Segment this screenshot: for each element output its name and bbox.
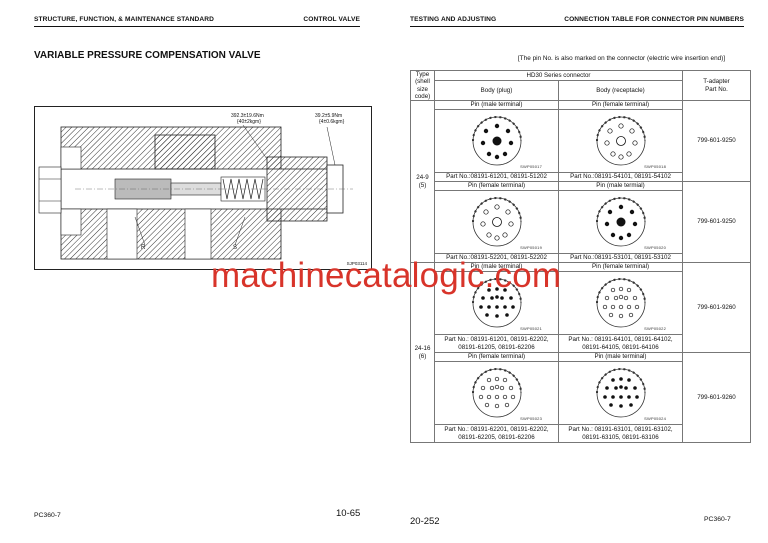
connector-image-cell: SWP05023	[434, 361, 559, 425]
table-row: 24-9 (5) Pin (male terminal) Pin (female…	[410, 100, 751, 263]
connector-9pin-icon	[595, 197, 646, 247]
torque-right-kgm: {4±0.6kgm}	[319, 119, 345, 125]
pin-label: Pin (female terminal)	[558, 100, 683, 110]
figure-code: SWP05020	[644, 245, 666, 251]
valve-drawing	[38, 124, 353, 260]
table-row: SWP05021 SWP05022	[411, 271, 751, 335]
table-row: SWP05017 SWP05018	[411, 109, 751, 173]
left-footer-model: PC360-7	[34, 512, 61, 519]
figure-code: SWP05024	[644, 416, 666, 422]
adapter-cell: 799-601-9250	[682, 181, 751, 263]
right-page: TESTING AND ADJUSTING CONNECTION TABLE F…	[384, 0, 768, 543]
right-header-section: TESTING AND ADJUSTING	[410, 16, 497, 23]
figure-code: SJP03114	[346, 261, 367, 266]
part-number: Part No.:08191-61201, 08191-51202	[434, 172, 559, 182]
connector-table: Type (shell size code) HD30 Series conne…	[410, 70, 751, 443]
connector-9pin-open-icon	[595, 116, 646, 166]
table-row: Pin (female terminal) Pin (male terminal…	[411, 352, 751, 443]
figure-code: SWP05023	[520, 416, 542, 422]
table-row: 24-16 (6) Pin (male terminal) Pin (femal…	[410, 262, 751, 443]
left-header-rule	[34, 26, 360, 27]
figure-code: SWP05019	[520, 245, 542, 251]
figure-code: SWP05021	[520, 326, 542, 332]
connector-image-cell: SWP05019	[434, 190, 559, 254]
part-number: Part No.: 08191-63101, 08191-63102, 0819…	[558, 424, 683, 443]
connector-16pin-icon	[595, 368, 646, 418]
left-footer-page: 10-65	[336, 508, 361, 519]
series-header: HD30 Series connector	[434, 70, 683, 81]
adapter-cell: 799-601-9260	[682, 352, 751, 443]
right-header-topic: CONNECTION TABLE FOR CONNECTOR PIN NUMBE…	[564, 16, 744, 23]
right-header-rule	[410, 26, 744, 27]
connector-image-cell: SWP05024	[558, 361, 683, 425]
part-number: Part No.: 08191-64101, 08191-64102, 0819…	[558, 334, 683, 353]
connector-9pin-icon	[471, 116, 522, 166]
part-number: Part No.: 08191-62201, 08191-62202, 0819…	[434, 424, 559, 443]
type-header: Type (shell size code)	[410, 70, 435, 101]
pin-label: Pin (female terminal)	[434, 181, 559, 191]
adapter-cell: 799-601-9260	[682, 262, 751, 353]
left-header-section: STRUCTURE, FUNCTION, & MAINTENANCE STAND…	[34, 16, 215, 23]
adapter-cell: 799-601-9250	[682, 100, 751, 182]
table-row: SWP05019 SWP05020	[411, 190, 751, 254]
connector-9pin-open-icon	[471, 197, 522, 247]
left-page: STRUCTURE, FUNCTION, & MAINTENANCE STAND…	[34, 16, 372, 519]
pin-note: [The pin No. is also marked on the conne…	[518, 55, 726, 62]
table-row: Part No.: 08191-62201, 08191-62202, 0819…	[411, 424, 751, 443]
receptacle-header: Body (receptacle)	[558, 80, 683, 101]
torque-left-kgm: {40±2kgm}	[237, 119, 261, 125]
label-s: S	[233, 245, 238, 251]
connector-16pin-open-icon	[595, 278, 646, 328]
pin-label: Pin (male terminal)	[434, 100, 559, 110]
type-cell-24-9: 24-9 (5)	[410, 100, 435, 263]
torque-right-value: 39.2±5.9Nm	[315, 113, 343, 119]
connector-image-cell: SWP05021	[434, 271, 559, 335]
pin-label: Pin (female terminal)	[434, 352, 559, 362]
part-number: Part No.: 08191-61201, 08191-62202, 0819…	[434, 334, 559, 353]
table-header-row: Type (shell size code) HD30 Series conne…	[410, 70, 751, 101]
connector-16pin-icon	[471, 278, 522, 328]
torque-annotation-right: 39.2±5.9Nm {4±0.6kgm}	[315, 113, 344, 125]
connector-image-cell: SWP05018	[558, 109, 683, 173]
left-header-topic: CONTROL VALVE	[303, 16, 360, 23]
right-footer-page: 20-252	[410, 516, 440, 527]
pin-label: Pin (male terminal)	[558, 352, 683, 362]
valve-cross-section-figure: 392.3±19.6Nm {40±2kgm} 39.2±5.9Nm {4±0.6…	[34, 106, 372, 270]
connector-16pin-open-icon	[471, 368, 522, 418]
table-row: Pin (female terminal) Pin (male termial)…	[411, 181, 751, 263]
pin-label: Pin (male termial)	[558, 181, 683, 191]
torque-left-value: 392.3±19.6Nm	[231, 113, 264, 119]
section-title: VARIABLE PRESSURE COMPENSATION VALVE	[34, 50, 261, 61]
part-number: Part No.:08191-53101, 08191-53102	[558, 253, 683, 263]
plug-header: Body (plug)	[434, 80, 559, 101]
adapter-header: T-adapter Part No.	[682, 70, 751, 101]
connector-image-cell: SWP05020	[558, 190, 683, 254]
pin-label: Pin (female terminal)	[558, 262, 683, 272]
part-number: Part No.:08191-54101, 08191-54102	[558, 172, 683, 182]
figure-code: SWP05018	[644, 164, 666, 170]
watermark-text: machinecatalogic.com	[211, 256, 562, 295]
torque-annotation-left: 392.3±19.6Nm {40±2kgm}	[231, 113, 264, 125]
connector-image-cell: SWP05022	[558, 271, 683, 335]
right-footer-model: PC360-7	[704, 516, 731, 523]
table-row: SWP05023 SWP05024	[411, 361, 751, 425]
figure-code: SWP05017	[520, 164, 542, 170]
figure-code: SWP05022	[644, 326, 666, 332]
label-r: R	[141, 245, 146, 251]
connector-image-cell: SWP05017	[434, 109, 559, 173]
